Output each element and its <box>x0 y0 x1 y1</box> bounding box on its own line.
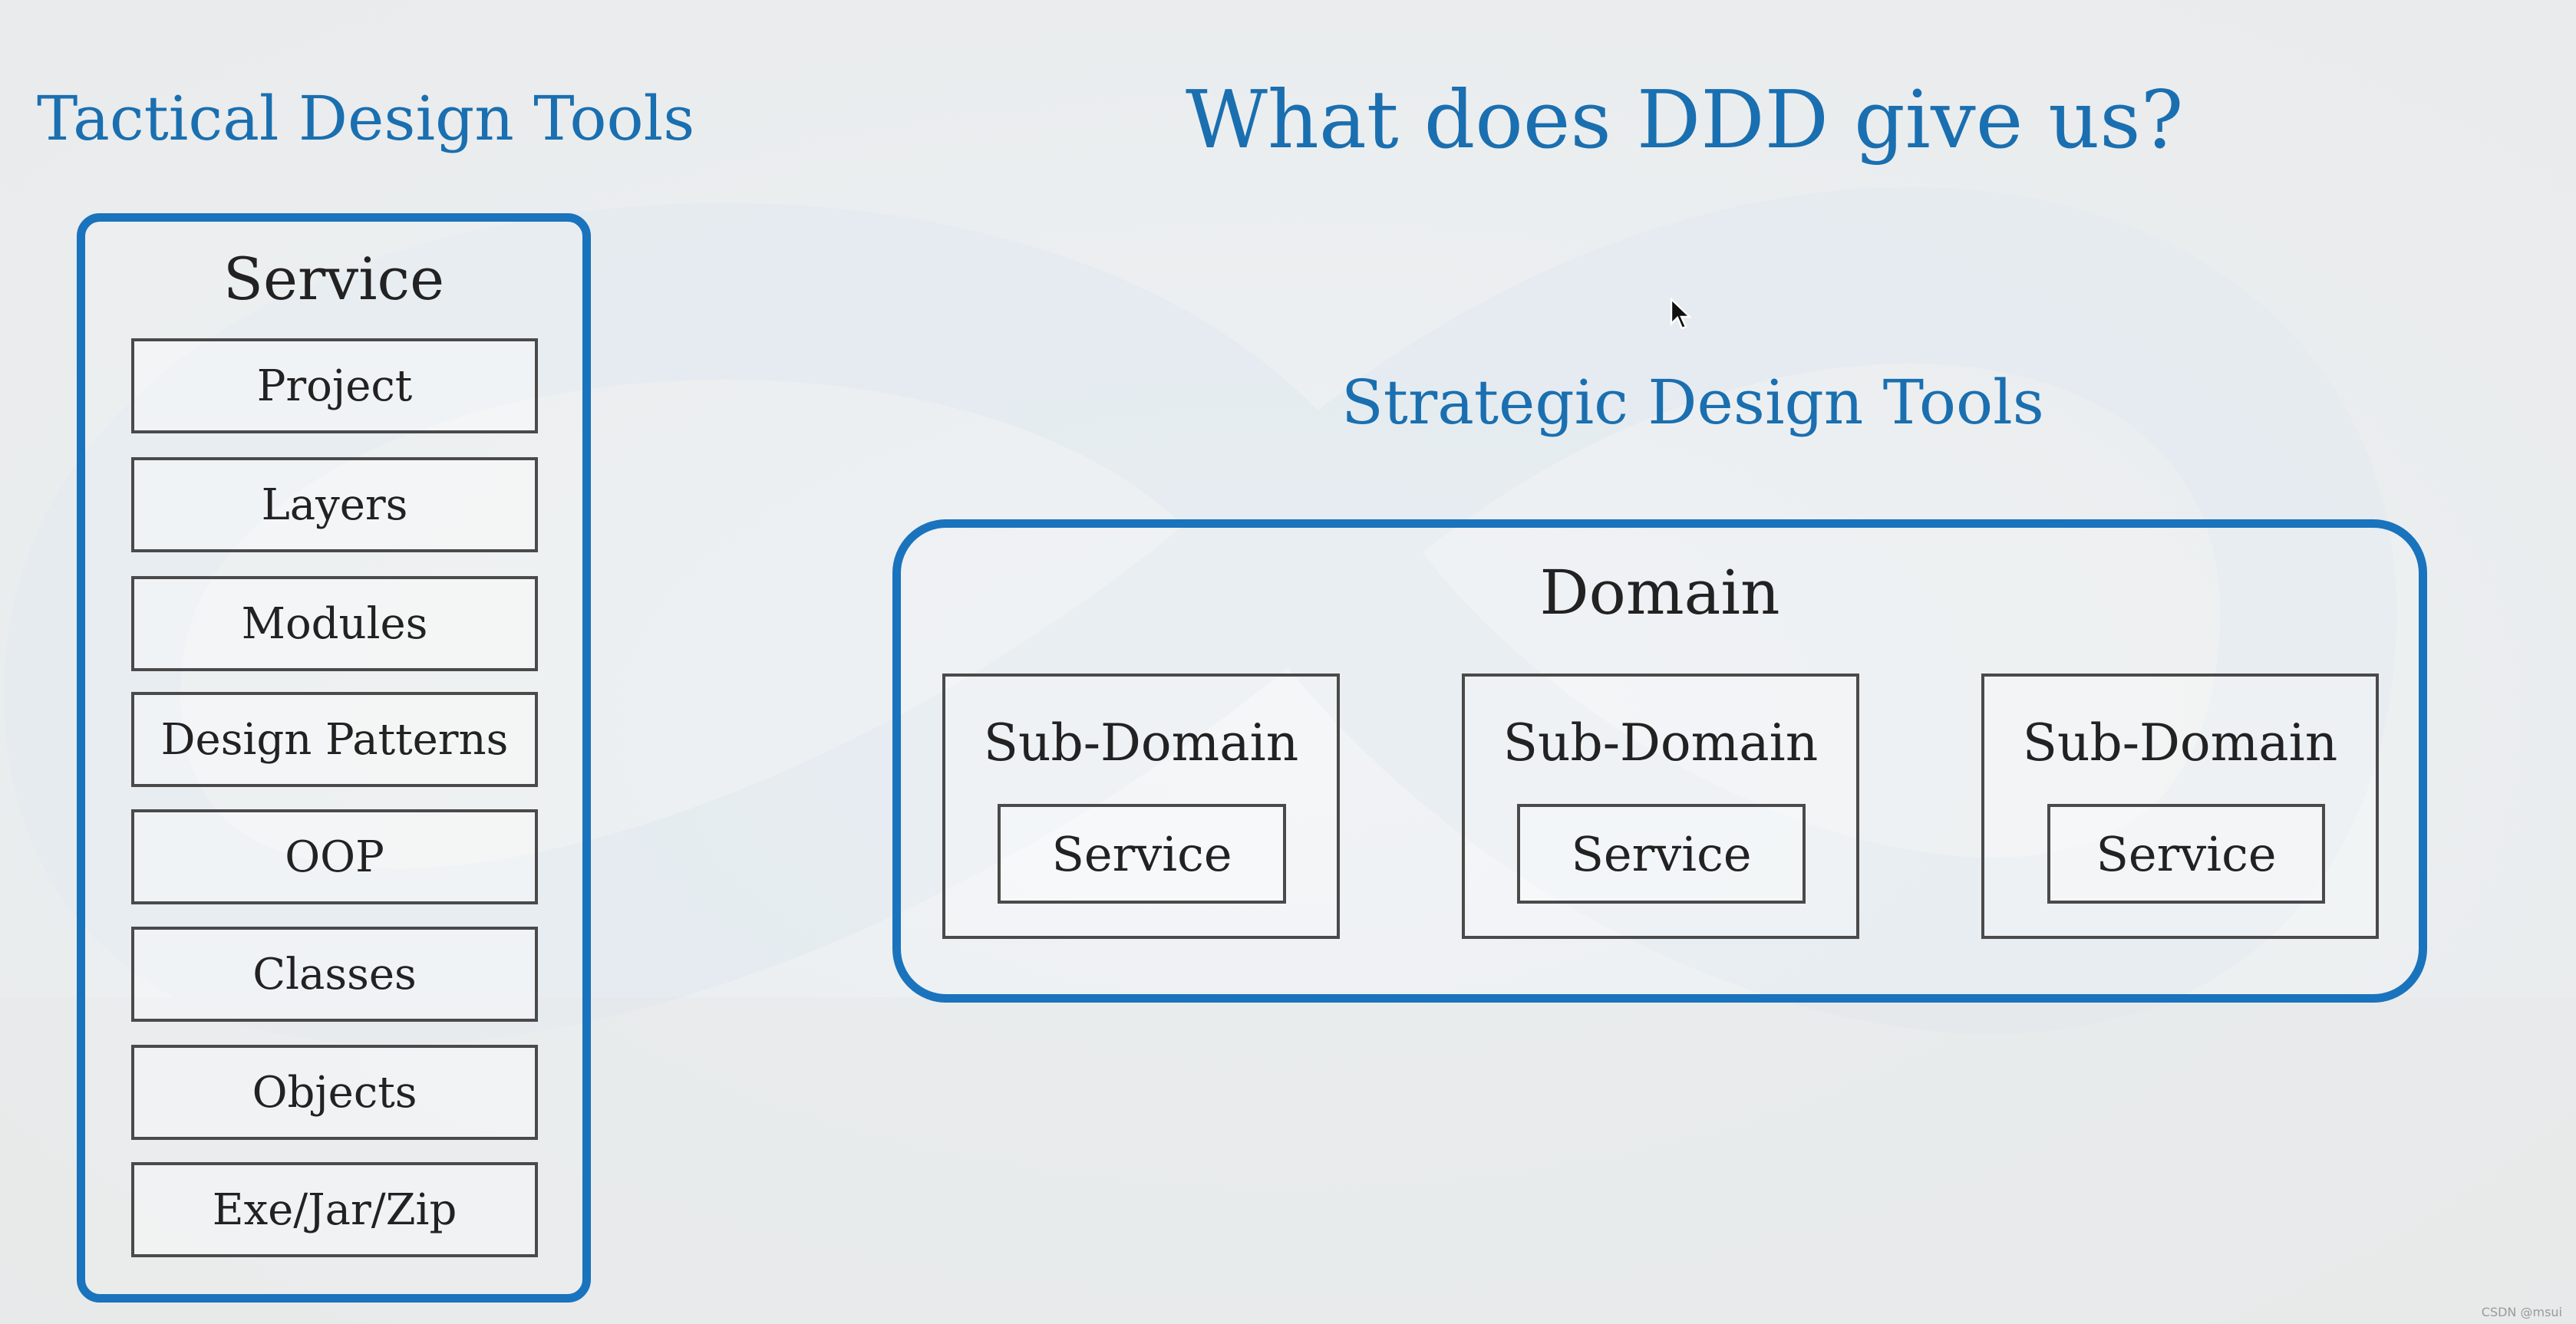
layer-box-exe-jar-zip: Exe/Jar/Zip <box>131 1162 538 1257</box>
layer-box-modules: Modules <box>131 576 538 671</box>
watermark: CSDN @msui <box>2481 1305 2562 1319</box>
layer-box-oop: OOP <box>131 809 538 904</box>
subdomain-label: Sub-Domain <box>983 713 1299 772</box>
subdomain-service-box: Service <box>2047 804 2325 904</box>
subdomain-box-1: Sub-Domain Service <box>942 674 1340 939</box>
subdomain-label: Sub-Domain <box>2022 713 2338 772</box>
tactical-design-tools-heading: Tactical Design Tools <box>37 83 695 154</box>
mouse-pointer-icon <box>1670 298 1691 330</box>
domain-title: Domain <box>1539 557 1780 628</box>
domain-container: Domain Sub-Domain Service Sub-Domain Ser… <box>892 519 2427 1003</box>
slide-title: What does DDD give us? <box>1186 73 2184 166</box>
layer-box-classes: Classes <box>131 927 538 1022</box>
subdomain-service-box: Service <box>1517 804 1806 904</box>
layer-box-objects: Objects <box>131 1045 538 1140</box>
subdomain-box-3: Sub-Domain Service <box>1981 674 2379 939</box>
service-stack-container: Service Project Layers Modules Design Pa… <box>77 213 591 1303</box>
layer-box-layers: Layers <box>131 457 538 552</box>
layer-box-project: Project <box>131 338 538 433</box>
subdomain-box-2: Sub-Domain Service <box>1462 674 1859 939</box>
subdomain-label: Sub-Domain <box>1502 713 1819 772</box>
strategic-design-tools-heading: Strategic Design Tools <box>1341 367 2044 438</box>
layer-box-design-patterns: Design Patterns <box>131 692 538 787</box>
subdomain-service-box: Service <box>998 804 1286 904</box>
service-stack-title: Service <box>223 245 445 313</box>
